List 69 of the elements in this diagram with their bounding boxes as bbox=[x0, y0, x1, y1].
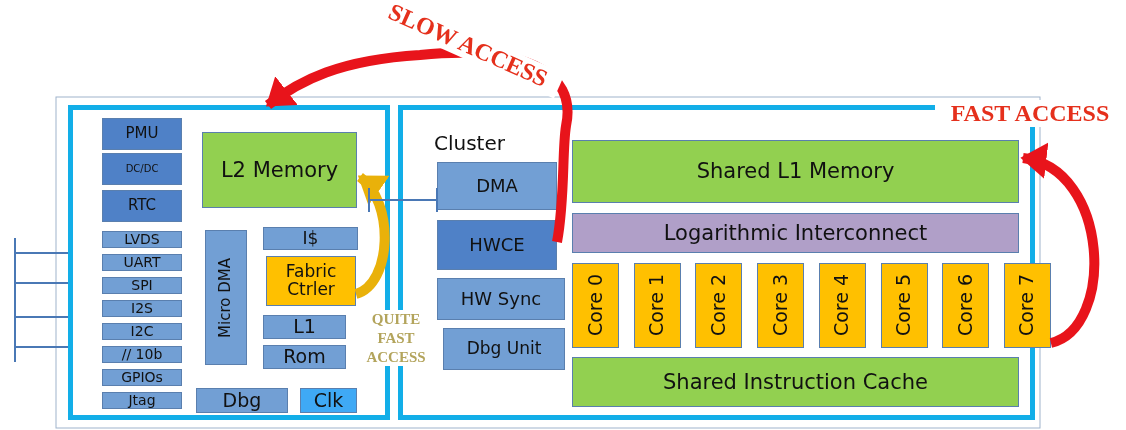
block-label: I$ bbox=[302, 229, 319, 248]
block-label: PMU bbox=[125, 126, 159, 142]
block-label: Core 5 bbox=[894, 274, 914, 337]
block-box bbox=[102, 277, 182, 294]
block-box bbox=[1003, 263, 1051, 348]
block-label: Core 0 bbox=[585, 274, 606, 337]
block-box bbox=[880, 263, 928, 348]
block-label: GPIOs bbox=[121, 370, 163, 385]
block-box bbox=[300, 388, 357, 413]
cluster-heading: Cluster bbox=[434, 133, 505, 154]
block-label: Micro DMA bbox=[218, 257, 234, 338]
block-box bbox=[443, 328, 565, 370]
block-label: HW Sync bbox=[460, 289, 542, 309]
block-box bbox=[572, 140, 1019, 203]
block-label: Jtag bbox=[128, 393, 156, 408]
block-label: Rom bbox=[283, 347, 326, 367]
block-label: LVDS bbox=[124, 232, 160, 247]
block-box bbox=[102, 300, 182, 317]
block-box bbox=[818, 263, 866, 348]
block-box bbox=[266, 256, 356, 306]
block-box bbox=[633, 263, 681, 348]
block-label: HWCE bbox=[469, 235, 525, 255]
block-label: Core 6 bbox=[955, 274, 976, 337]
block-box bbox=[102, 369, 182, 386]
block-box bbox=[102, 231, 182, 248]
block-box bbox=[437, 220, 557, 270]
block-label: Core 2 bbox=[708, 274, 729, 337]
block-box bbox=[572, 357, 1019, 407]
block-box bbox=[102, 153, 182, 185]
block-box bbox=[437, 278, 565, 320]
block-label: Core 4 bbox=[832, 274, 853, 337]
block-label: I2S bbox=[131, 301, 153, 316]
block-box bbox=[102, 118, 182, 150]
block-box bbox=[102, 346, 182, 363]
block-box bbox=[102, 323, 182, 340]
block-box bbox=[205, 230, 247, 365]
block-box bbox=[695, 263, 743, 348]
block-label: Dbg Unit bbox=[466, 340, 542, 358]
block-label: Logarithmic Interconnect bbox=[663, 221, 928, 244]
block-label: SPI bbox=[131, 278, 153, 293]
block-label: Core 7 bbox=[1017, 274, 1038, 337]
block-label: L2 Memory bbox=[220, 158, 339, 181]
block-label: Clk bbox=[313, 390, 344, 411]
block-label: Core 1 bbox=[647, 274, 668, 337]
block-box bbox=[263, 345, 346, 369]
block-label: L1 bbox=[293, 317, 316, 337]
block-box bbox=[102, 254, 182, 271]
block-box bbox=[263, 315, 346, 339]
block-label: // 10b bbox=[121, 347, 163, 362]
block-label: I2C bbox=[130, 324, 154, 339]
block-box bbox=[102, 190, 182, 222]
block-box bbox=[757, 263, 805, 348]
block-box bbox=[942, 263, 990, 348]
block-label: UART bbox=[123, 255, 161, 270]
block-label: Dbg bbox=[222, 390, 262, 411]
block-label: Fabric Ctrler bbox=[284, 263, 338, 299]
block-label: Shared Instruction Cache bbox=[663, 370, 928, 393]
block-label: DMA bbox=[476, 176, 518, 196]
block-label: DC/DC bbox=[125, 163, 159, 175]
block-label: Core 3 bbox=[770, 274, 791, 337]
block-box bbox=[102, 392, 182, 409]
block-box bbox=[572, 263, 619, 348]
block-box bbox=[263, 227, 358, 250]
block-box bbox=[437, 162, 557, 210]
block-box bbox=[202, 132, 357, 208]
block-label: RTC bbox=[127, 198, 157, 214]
block-box bbox=[196, 388, 288, 413]
block-box bbox=[572, 213, 1019, 253]
block-label: Shared L1 Memory bbox=[696, 160, 895, 183]
